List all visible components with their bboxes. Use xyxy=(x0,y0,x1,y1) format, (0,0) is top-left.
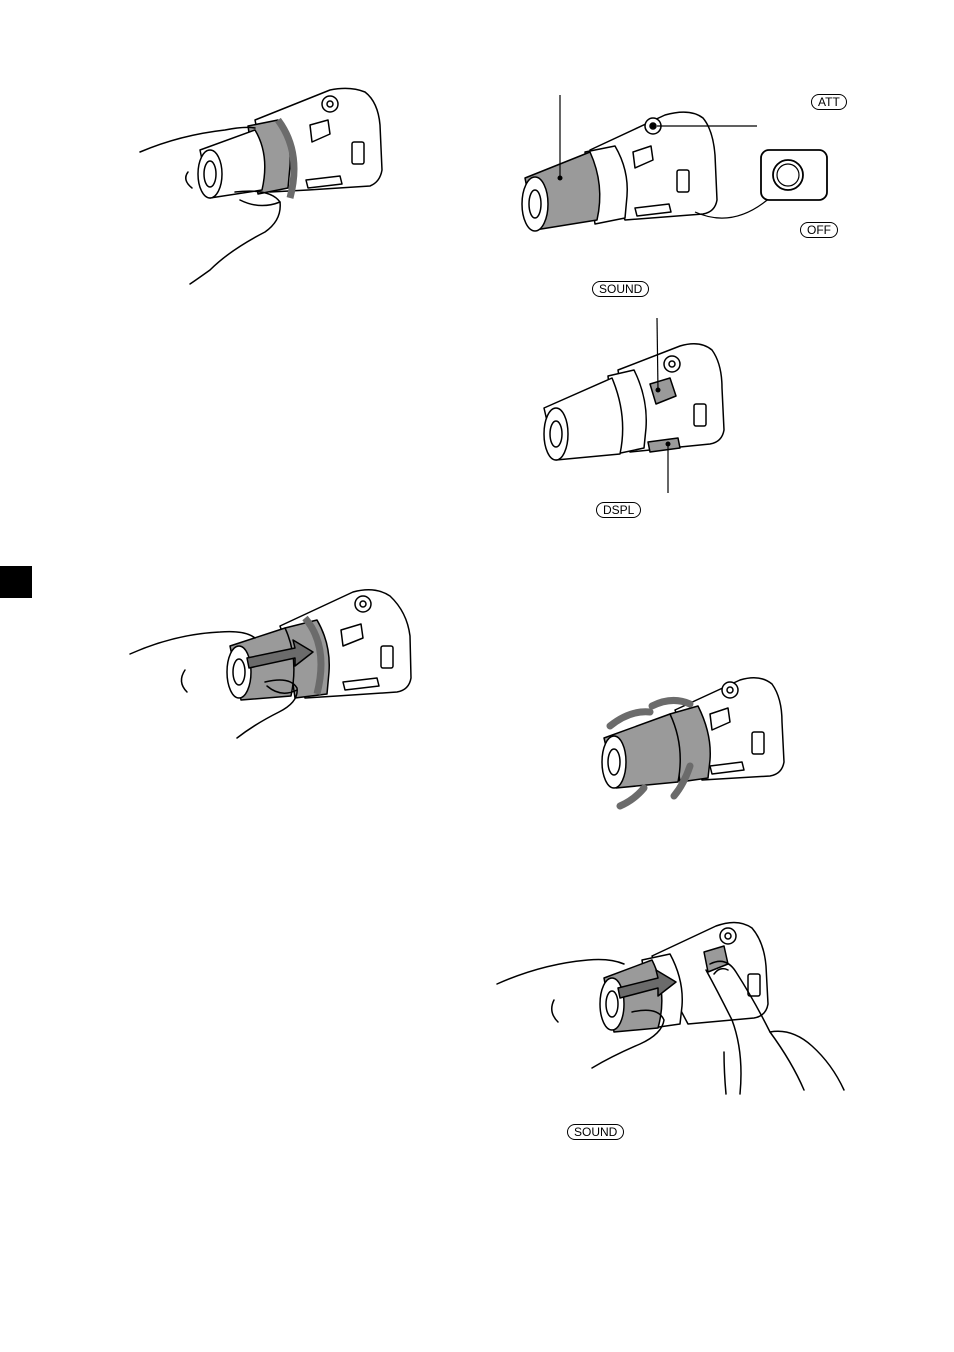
figure-hand-rotating-ring xyxy=(130,80,400,290)
figure-sound-dspl-commander xyxy=(530,318,730,498)
page-edge-tab xyxy=(0,566,32,598)
figure-hand-pushing-knob xyxy=(125,586,420,746)
figure-knob-rotation-arrows xyxy=(590,670,790,820)
sound-button-label-bottom: SOUND xyxy=(567,1124,624,1140)
off-button-label: OFF xyxy=(800,222,838,238)
figure-hand-press-sound xyxy=(492,912,862,1098)
att-button-label: ATT xyxy=(811,94,847,110)
sound-button-label-top: SOUND xyxy=(592,281,649,297)
dspl-button-label: DSPL xyxy=(596,502,641,518)
